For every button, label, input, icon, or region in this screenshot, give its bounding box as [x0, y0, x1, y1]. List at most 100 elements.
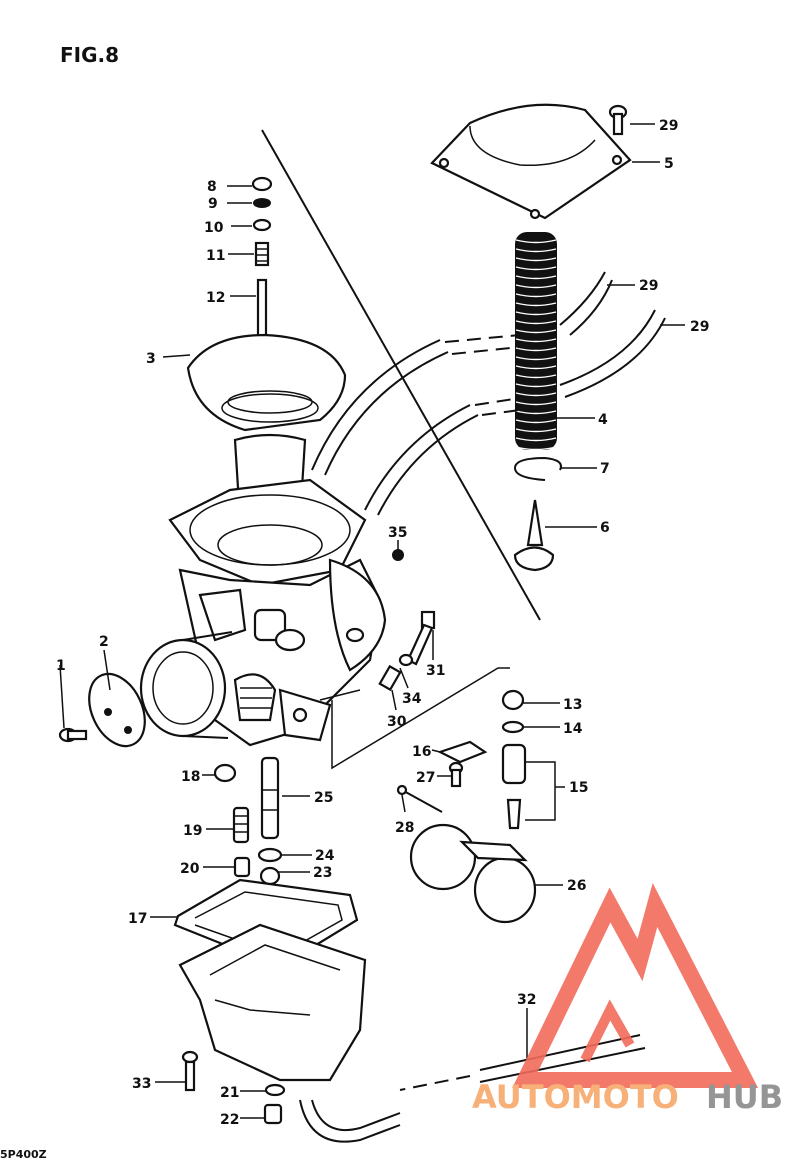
callout-6: 6 [600, 520, 610, 536]
part-35-washer [398, 653, 414, 667]
callout-3: 3 [146, 351, 156, 367]
spring-coil [515, 419, 557, 424]
part-30-screw [608, 104, 628, 136]
part-8-cap-nut [251, 176, 273, 192]
spring-coil [515, 257, 557, 262]
spring-coil [515, 320, 557, 325]
spring-coil [515, 356, 557, 361]
figure-title: FIG.8 [60, 43, 119, 67]
callout-7: 7 [600, 461, 610, 477]
callout-34: 33 [132, 1076, 151, 1092]
spring-coil [515, 266, 557, 271]
float-bowl [178, 923, 367, 1082]
spring-coil [515, 410, 557, 415]
callout-28: 28 [395, 820, 414, 836]
callout-27: 27 [416, 770, 435, 786]
callout-labels: 8 9 10 11 12 3 29 5 29 29 4 7 6 35 2 1 3… [56, 118, 709, 1128]
logo-mountain-mark [512, 883, 759, 1088]
part-10-clip [252, 218, 272, 232]
logo-text-hub: HUB [706, 1078, 783, 1116]
part-19-jet [232, 806, 250, 844]
spring-coil [515, 338, 557, 343]
callout-12: 12 [206, 290, 225, 306]
callout-4: 4 [598, 412, 608, 428]
callout-10: 10 [204, 220, 224, 236]
part-2-gasket [88, 672, 146, 748]
callout-13: 13 [563, 697, 582, 713]
spring-coil [515, 374, 557, 379]
callout-32: 31 [426, 663, 445, 679]
spring-coil [515, 248, 557, 253]
part-7-circlip [513, 456, 562, 481]
part-1-screw [58, 727, 88, 743]
callout-20: 20 [180, 861, 200, 877]
logo-text-automoto: AUTOMOTO [472, 1078, 679, 1116]
callout-36: 35 [388, 525, 407, 541]
part-14-washer [501, 720, 525, 734]
callout-26: 26 [567, 878, 586, 894]
part-21-washer [264, 1083, 286, 1097]
automotohub-logo: AUTOMOTO HUB [472, 883, 783, 1116]
callout-29b: 29 [690, 319, 709, 335]
part-26-float [409, 823, 537, 924]
callout-31: 30 [387, 714, 407, 730]
bracket-lines [319, 667, 510, 770]
corner-code: 5P400Z [0, 1148, 47, 1160]
part-13-cap [501, 689, 525, 711]
part-24-washer [257, 847, 283, 863]
part-32-bolt [406, 610, 436, 666]
callout-23: 23 [313, 865, 332, 881]
spring-coil [515, 275, 557, 280]
carburetor-top-flange [168, 478, 367, 587]
part-29-vent-hoses [311, 271, 666, 516]
callout-24: 24 [315, 848, 335, 864]
callout-33: 32 [517, 992, 536, 1008]
part-4-spring [515, 232, 557, 451]
spring-coil [515, 365, 557, 370]
part-20-jet-holder [233, 856, 251, 878]
part-34-screw [181, 1050, 199, 1092]
part-28-pin [396, 784, 443, 813]
spring-coil [515, 392, 557, 397]
callout-9: 9 [208, 196, 218, 212]
callout-29a: 29 [639, 278, 658, 294]
callout-5: 5 [664, 156, 674, 172]
callout-22: 22 [220, 1112, 239, 1128]
spring-coil [515, 446, 557, 451]
part-6-jet-needle [513, 499, 555, 572]
carburetor-body [178, 558, 387, 747]
callout-35: 34 [402, 691, 422, 707]
part-15-float-valve [501, 743, 556, 830]
spring-coil [515, 284, 557, 289]
callout-30: 29 [659, 118, 678, 134]
callout-19: 19 [183, 823, 202, 839]
callout-16: 16 [412, 744, 431, 760]
spring-coil [515, 329, 557, 334]
spring-coil [515, 428, 557, 433]
spring-coil [515, 401, 557, 406]
callout-14: 14 [563, 721, 583, 737]
callout-8: 8 [207, 179, 217, 195]
callout-17: 17 [128, 911, 147, 927]
part-33-drain-hose [299, 1034, 646, 1143]
callout-15: 15 [569, 780, 588, 796]
part-31-spring [378, 664, 402, 692]
part-23-jet [259, 866, 281, 886]
spring-coil [515, 347, 557, 352]
spring-coil [515, 383, 557, 388]
part-18-plug [213, 763, 237, 783]
part-11-spring [254, 241, 270, 267]
part-27-screw [448, 761, 464, 788]
callout-21: 21 [220, 1085, 239, 1101]
part-25-emulsion-tube [260, 756, 280, 840]
callout-11: 11 [206, 248, 225, 264]
spring-coil [515, 437, 557, 442]
part-22-drain-plug [263, 1103, 283, 1125]
callout-2: 2 [99, 634, 109, 650]
spring-coil [515, 311, 557, 316]
callout-leaders [59, 123, 685, 1119]
part-9-washer [253, 198, 271, 208]
callout-1: 1 [56, 658, 66, 674]
callout-25: 25 [314, 790, 333, 806]
